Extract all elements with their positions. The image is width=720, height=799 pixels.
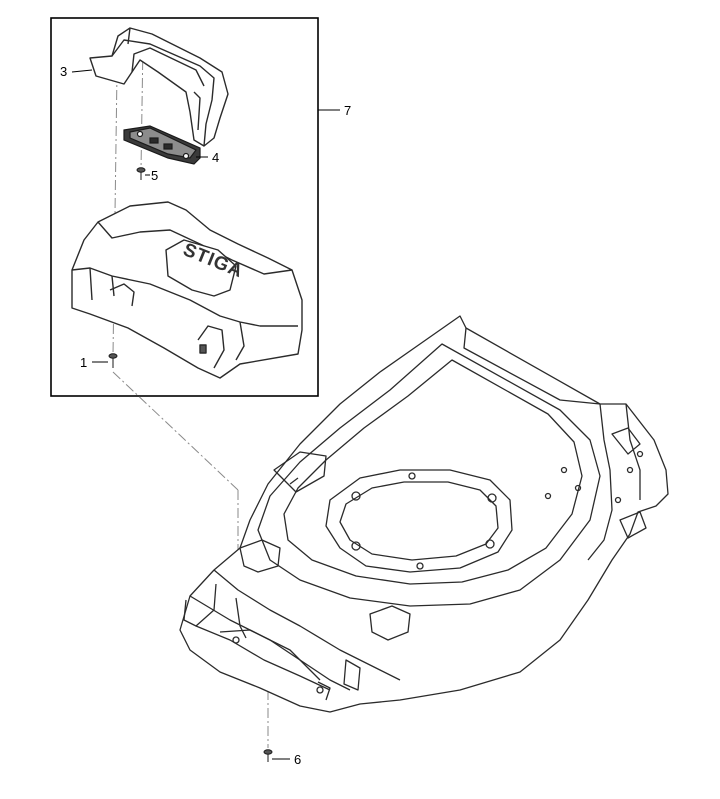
handle-base-part [71,201,303,379]
handle-cover-part [89,27,229,147]
mower-deck-part [179,315,669,713]
callout-3: 3 [60,64,67,79]
callout-6: 6 [294,752,301,767]
screw-part-5 [136,167,146,180]
screw-part-1 [108,353,118,368]
callout-leaders [71,69,340,760]
screw-part-6 [263,749,273,762]
callout-5: 5 [151,168,158,183]
assembly-frame [50,17,319,397]
callout-1: 1 [80,355,87,370]
callout-7: 7 [344,103,351,118]
bracket-plate-part [123,125,201,165]
callout-4: 4 [212,150,219,165]
